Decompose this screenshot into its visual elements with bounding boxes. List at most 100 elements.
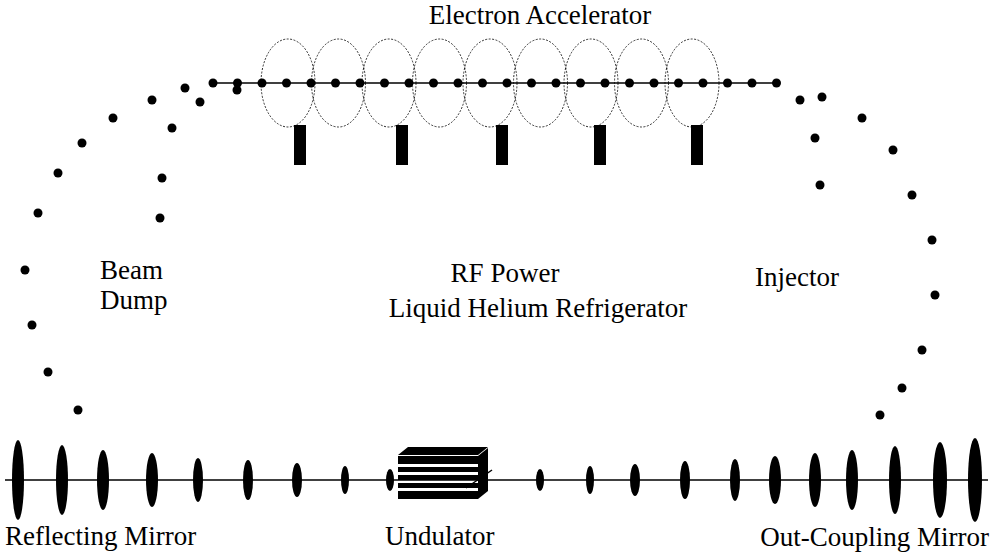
rf-cavity [615,39,669,127]
electron-bunch [898,384,907,393]
label: RF Power [451,258,560,288]
electron-bunch [233,86,242,95]
electron-bunch [503,79,512,88]
light-pulse [193,458,203,502]
undulator-slab [398,491,478,499]
rf-cavity [463,39,517,127]
light-pulse [243,460,253,500]
label: Undulator [385,521,494,551]
electron-bunch [818,93,827,102]
electron-bunch [478,79,487,88]
label: Beam Dump [100,255,212,315]
light-pulse [386,469,394,491]
electron-bunch [74,406,83,415]
cavities [261,39,719,127]
electron-bunch [331,79,340,88]
electron-bunch [699,79,708,88]
light-pulse [809,453,821,507]
electron-bunch [811,134,820,143]
electron-bunch [552,79,561,88]
electron-bunch [209,79,218,88]
electron-bunch [34,209,43,218]
rf-cavity [564,39,618,127]
light-pulse [769,456,781,504]
light-pulse [341,466,349,494]
electron-bunch [928,236,937,245]
electron-bunch [723,79,732,88]
label: Injector [755,262,839,292]
electron-bunch [196,98,205,107]
electron-bunch [380,79,389,88]
electron-bunch [148,96,157,105]
beam-line [210,82,780,84]
electron-bunch [28,321,37,330]
electron-bunch [54,169,63,178]
electron-bunch [282,79,291,88]
electron-bunch [527,79,536,88]
electron-bunch [44,368,53,377]
electron-bunch [625,79,634,88]
light-pulse [846,450,858,510]
label: Electron Accelerator [429,0,652,30]
undulator-slab [398,467,478,472]
light-pulse [680,461,690,499]
electron-bunch [918,346,927,355]
light-pulse [146,453,158,507]
rf-cavity [514,39,568,127]
electron-bunch [796,96,805,105]
electron-bunch [429,79,438,88]
light-pulse [536,469,544,491]
electron-bunch [908,191,917,200]
rf-coupler [294,125,306,165]
light-pulse [730,459,740,501]
electron-bunch [748,79,757,88]
label: Out-Coupling Mirror [760,522,989,552]
undulator-symbol [398,447,492,499]
rf-coupler [496,125,508,165]
electron-bunch [889,146,898,155]
electron-bunch [405,79,414,88]
electron-bunch [858,114,867,123]
electron-bunch [156,214,165,223]
undulator-beam [466,470,492,488]
electron-bunch [307,79,316,88]
electron-bunch [454,79,463,88]
undulator-slab [398,456,478,464]
rf-cavity [665,39,719,127]
light-pulse [292,463,302,497]
light-pulse [56,445,68,515]
light-pulse [630,464,640,496]
rf-coupler [594,125,606,165]
light-pulse [586,466,594,494]
electron-bunch [931,291,940,300]
undulator-slab [398,447,488,455]
light-pulse [97,450,109,510]
rf-coupler [396,125,408,165]
label: Liquid Helium Refrigerator [389,293,687,323]
couplers [294,125,703,165]
electron-bunch [674,79,683,88]
light-pulse [933,442,947,518]
electron-bunch [816,181,825,190]
electron-bunch [650,79,659,88]
electron-bunch [21,266,30,275]
electron-bunch [876,411,885,420]
rf-cavity [362,39,416,127]
electron-bunches [21,79,940,420]
light-pulse [968,438,982,522]
electron-bunch [772,79,781,88]
electron-bunch [168,124,177,133]
light-pulse [889,446,901,514]
label: Reflecting Mirror [5,521,196,551]
rf-cavity [413,39,467,127]
rf-cavity [261,39,315,127]
electron-bunch [109,114,118,123]
electron-bunch [576,79,585,88]
rf-cavity [312,39,366,127]
electron-bunch [78,139,87,148]
undulator-slab [398,475,478,480]
electron-bunch [181,84,190,93]
optical-pulses [12,438,982,522]
electron-bunch [258,79,267,88]
